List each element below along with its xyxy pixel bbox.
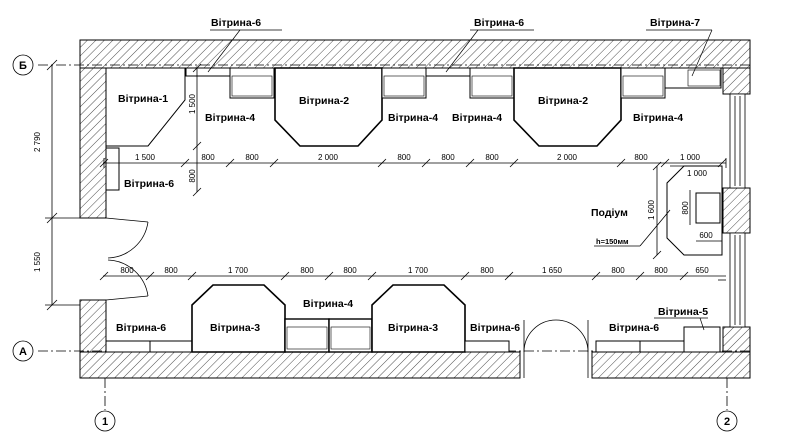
label-v2-right: Вітрина-2	[538, 95, 588, 107]
dim-bottom-7: 1 650	[542, 266, 563, 275]
label-v3-left: Вітрина-3	[210, 322, 260, 334]
showcase-v4-bottom-a	[284, 318, 330, 353]
showcase-v2-left	[274, 67, 383, 147]
label-v6-top-right: Вітрина-6	[474, 17, 524, 29]
dim-top-9: 1 000	[680, 153, 701, 162]
label-v6-bottom-a: Вітрина-6	[116, 322, 166, 334]
dim-top-6: 800	[485, 153, 499, 162]
label-v4-c: Вітрина-4	[452, 112, 502, 124]
label-v6-bottom-b: Вітрина-6	[470, 322, 520, 334]
leaders	[207, 29, 713, 331]
dim-bottom-2: 1 700	[228, 266, 249, 275]
label-v4-a: Вітрина-4	[205, 112, 255, 124]
wall-bottom-right	[591, 351, 751, 379]
showcase-v4-top-d	[620, 67, 666, 99]
showcase-v3-right	[371, 284, 466, 353]
showcase-v1	[105, 67, 186, 147]
dim-bottom-4: 800	[343, 266, 357, 275]
dim-v1-depth: 1 500	[188, 93, 197, 114]
axis-2-label: 2	[724, 416, 730, 428]
label-v7: Вітрина-7	[650, 17, 700, 29]
podium	[666, 165, 723, 256]
dim-top-7: 2 000	[557, 153, 578, 162]
dim-bottom-1: 800	[164, 266, 178, 275]
dim-podium-1000: 1 000	[687, 169, 708, 178]
dim-bottom-9: 800	[654, 266, 668, 275]
dim-lines	[99, 63, 727, 281]
wall-left-lower	[79, 299, 107, 353]
label-podium: Подіум	[591, 207, 628, 219]
showcase-v5	[683, 326, 721, 353]
dim-1550: 1 550	[33, 251, 42, 272]
dim-bottom-3: 800	[300, 266, 314, 275]
left-dimension	[45, 59, 80, 311]
label-v6-bottom-c: Вітрина-6	[609, 322, 659, 334]
label-v4-d: Вітрина-4	[633, 112, 683, 124]
dim-2790: 2 790	[33, 131, 42, 152]
left-door	[80, 217, 149, 301]
showcase-v6-bottom-d	[595, 340, 641, 353]
axis-b-marker	[12, 54, 34, 76]
wall-top	[79, 39, 751, 69]
showcase-v4-top-a	[229, 67, 275, 99]
window-upper	[729, 93, 746, 189]
window-lower	[729, 232, 746, 328]
dim-top-4: 800	[397, 153, 411, 162]
label-v6-left: Вітрина-6	[124, 178, 174, 190]
right-windows	[729, 93, 746, 328]
dim-bottom-5: 1 700	[408, 266, 429, 275]
showcase-v7	[664, 67, 722, 89]
showcase-v6-bottom-b	[149, 340, 193, 353]
dim-top-2: 800	[245, 153, 259, 162]
showcase-v2-right	[513, 67, 622, 147]
dim-bottom-6: 800	[480, 266, 494, 275]
showcase-v6-left	[105, 147, 120, 191]
dim-top-3: 2 000	[318, 153, 339, 162]
axis-a-marker	[12, 340, 34, 362]
dim-bottom-8: 800	[611, 266, 625, 275]
wall-left-upper	[79, 67, 107, 219]
label-v2-left: Вітрина-2	[299, 95, 349, 107]
axis-1-marker	[94, 410, 116, 432]
wall-bottom-left	[79, 351, 521, 379]
showcase-v3-left	[191, 284, 286, 353]
showcase-v6-bottom-e	[639, 340, 685, 353]
label-v3-right: Вітрина-3	[388, 322, 438, 334]
dim-podium-800: 800	[681, 201, 690, 215]
wall-right-bottom	[722, 326, 751, 353]
label-v4-bottom: Вітрина-4	[303, 298, 353, 310]
label-v5: Вітрина-5	[658, 306, 708, 318]
dim-bottom-0: 800	[120, 266, 134, 275]
dim-top-8: 800	[634, 153, 648, 162]
label-v1: Вітрина-1	[118, 93, 168, 105]
showcase-v4-bottom-b	[328, 318, 373, 353]
showcase-v4-top-b	[381, 67, 427, 99]
dim-top-1: 800	[201, 153, 215, 162]
wall-right-top	[722, 67, 751, 95]
axis-2-marker	[716, 410, 738, 432]
dim-podium-1600: 1 600	[647, 199, 656, 220]
showcase-v6-bottom-c	[464, 340, 510, 353]
label-v6-top-left: Вітрина-6	[211, 17, 261, 29]
dim-podium-600: 600	[699, 231, 713, 240]
bottom-door	[519, 319, 593, 378]
showcase-v4-top-c	[469, 67, 515, 99]
showcase-v6-bottom-a	[105, 340, 151, 353]
label-podium-height: h=150мм	[596, 237, 629, 246]
dim-top-5: 800	[441, 153, 455, 162]
dim-v6-depth: 800	[188, 169, 197, 183]
wall-right-mid	[722, 187, 751, 234]
showcases	[105, 67, 723, 353]
label-v4-b: Вітрина-4	[388, 112, 438, 124]
axis-1-label: 1	[102, 416, 108, 428]
axis-a-label: А	[19, 346, 27, 358]
axis-b-label: Б	[19, 60, 27, 72]
dim-bottom-10: 650	[695, 266, 709, 275]
dim-top-0: 1 500	[135, 153, 156, 162]
